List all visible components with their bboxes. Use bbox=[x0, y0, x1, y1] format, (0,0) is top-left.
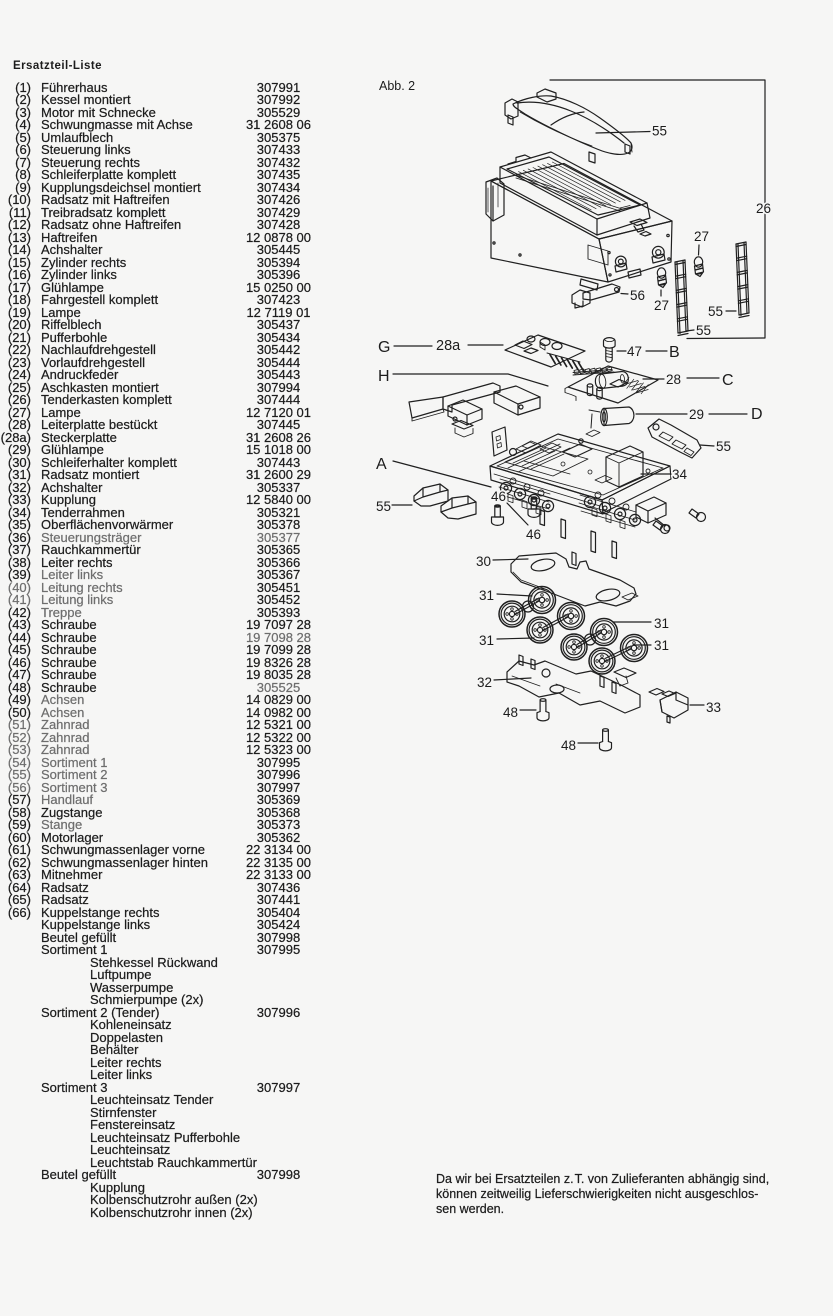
svg-text:48: 48 bbox=[503, 705, 518, 720]
svg-text:47: 47 bbox=[627, 344, 642, 359]
svg-text:55: 55 bbox=[708, 304, 723, 319]
svg-text:28: 28 bbox=[666, 372, 681, 387]
svg-text:46: 46 bbox=[526, 527, 541, 542]
svg-text:A: A bbox=[376, 456, 387, 473]
svg-text:33: 33 bbox=[706, 700, 721, 715]
svg-text:31: 31 bbox=[479, 588, 494, 603]
svg-text:Abb. 2: Abb. 2 bbox=[379, 79, 415, 93]
svg-text:34: 34 bbox=[672, 467, 688, 482]
svg-text:55: 55 bbox=[696, 323, 711, 338]
svg-text:G: G bbox=[378, 339, 390, 356]
svg-text:28a: 28a bbox=[436, 338, 461, 354]
svg-text:27: 27 bbox=[654, 298, 669, 313]
svg-text:31: 31 bbox=[479, 633, 494, 648]
svg-text:B: B bbox=[669, 344, 680, 361]
svg-text:56: 56 bbox=[630, 288, 645, 303]
svg-text:48: 48 bbox=[561, 738, 576, 753]
svg-text:55: 55 bbox=[716, 439, 731, 454]
svg-text:46: 46 bbox=[491, 489, 506, 504]
svg-text:26: 26 bbox=[756, 201, 771, 216]
svg-text:D: D bbox=[751, 406, 763, 423]
svg-text:32: 32 bbox=[477, 675, 492, 690]
svg-text:30: 30 bbox=[476, 554, 491, 569]
svg-text:55: 55 bbox=[652, 124, 667, 139]
svg-text:31: 31 bbox=[654, 638, 669, 653]
svg-text:55: 55 bbox=[376, 499, 391, 514]
svg-text:29: 29 bbox=[689, 407, 704, 422]
svg-text:C: C bbox=[722, 372, 734, 389]
svg-text:31: 31 bbox=[654, 616, 669, 631]
svg-text:27: 27 bbox=[694, 229, 709, 244]
svg-text:H: H bbox=[378, 368, 390, 385]
